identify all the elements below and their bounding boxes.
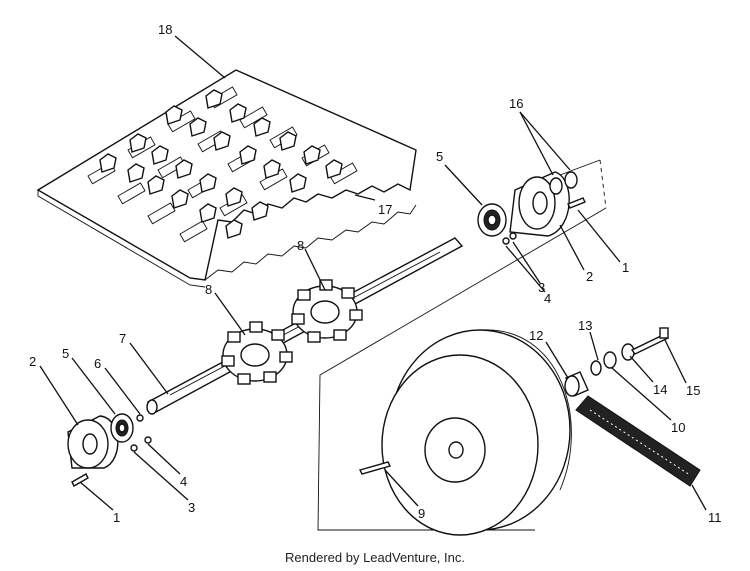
callout-8-left: 8 xyxy=(205,282,212,297)
sprocket-right xyxy=(291,279,363,343)
callout-13: 13 xyxy=(578,318,592,333)
pulley xyxy=(358,329,572,536)
callout-1-right: 1 xyxy=(622,260,629,275)
callout-16: 16 xyxy=(509,96,523,111)
leader-lines xyxy=(39,35,707,511)
track xyxy=(36,69,417,288)
footer-credit: Rendered by LeadVenture, Inc. xyxy=(285,550,465,565)
hub-hardware xyxy=(564,327,670,397)
reference-plane xyxy=(317,159,607,531)
callout-14: 14 xyxy=(653,382,667,397)
callouts: 18 16 5 17 1 2 3 4 8 8 7 2 5 6 4 3 1 12 … xyxy=(29,22,722,525)
callout-3-right: 3 xyxy=(538,280,545,295)
callout-18: 18 xyxy=(158,22,172,37)
callout-17: 17 xyxy=(378,202,392,217)
callout-5-right: 5 xyxy=(436,149,443,164)
callout-12: 12 xyxy=(529,328,543,343)
callout-2-right: 2 xyxy=(586,269,593,284)
callout-4-left: 4 xyxy=(180,474,187,489)
callout-15: 15 xyxy=(686,383,700,398)
callout-6: 6 xyxy=(94,356,101,371)
left-bearing-group xyxy=(67,413,152,487)
callout-2-left: 2 xyxy=(29,354,36,369)
callout-11: 11 xyxy=(708,510,722,525)
callout-1-left: 1 xyxy=(113,510,120,525)
callout-10: 10 xyxy=(671,420,685,435)
right-bearing-group xyxy=(477,171,586,245)
callout-3-left: 3 xyxy=(188,500,195,515)
callout-4-right: 4 xyxy=(544,291,551,306)
callout-8-right: 8 xyxy=(297,238,304,253)
sprocket-left xyxy=(221,321,293,385)
drive-belt xyxy=(575,395,701,487)
callout-5-left: 5 xyxy=(62,346,69,361)
callout-7: 7 xyxy=(119,331,126,346)
callout-9: 9 xyxy=(418,506,425,521)
